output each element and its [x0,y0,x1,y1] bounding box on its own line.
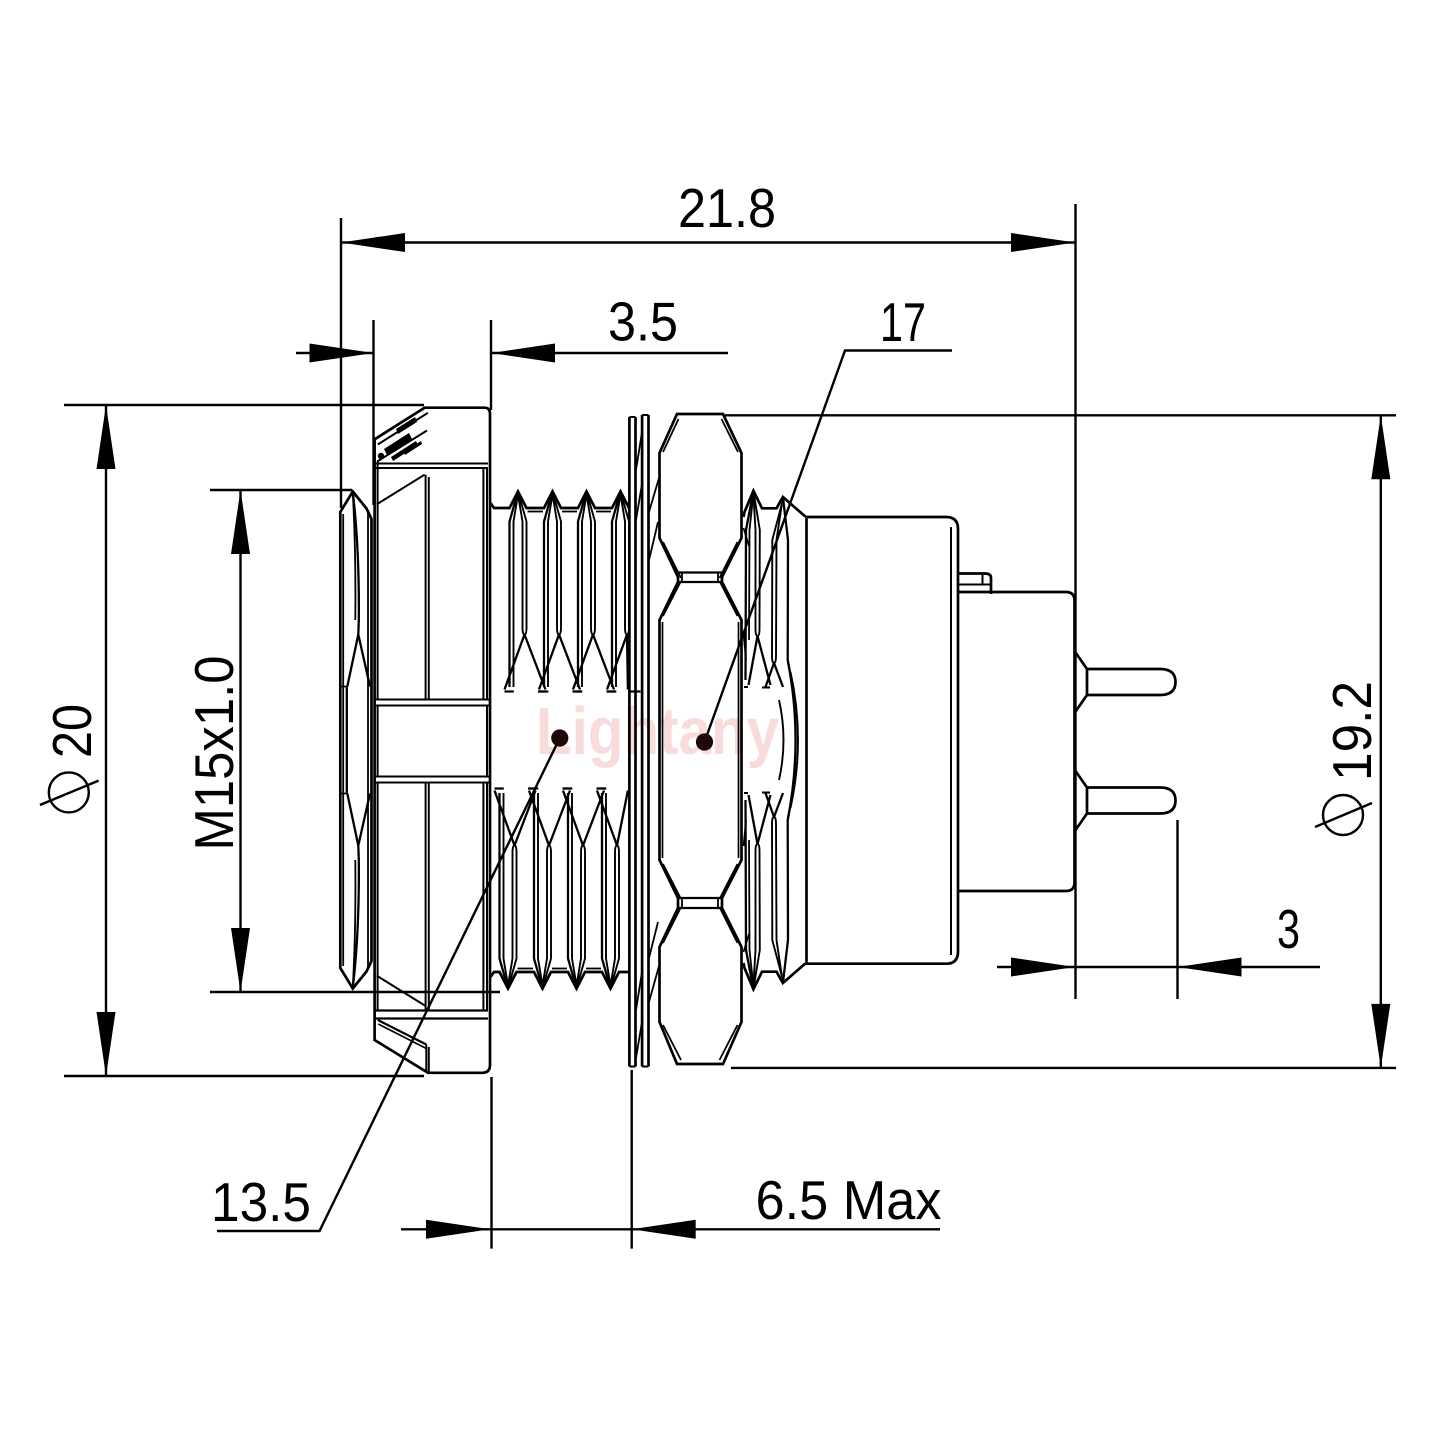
svg-text:17: 17 [880,291,926,353]
svg-text:3.5: 3.5 [608,291,678,353]
svg-text:21.8: 21.8 [678,177,776,239]
svg-text:3: 3 [1277,898,1300,960]
svg-text:M15x1.0: M15x1.0 [183,656,245,851]
svg-text:20: 20 [41,704,103,758]
svg-text:13.5: 13.5 [211,1171,311,1233]
svg-text:19.2: 19.2 [1321,681,1383,781]
svg-text:6.5 Max: 6.5 Max [756,1169,942,1231]
